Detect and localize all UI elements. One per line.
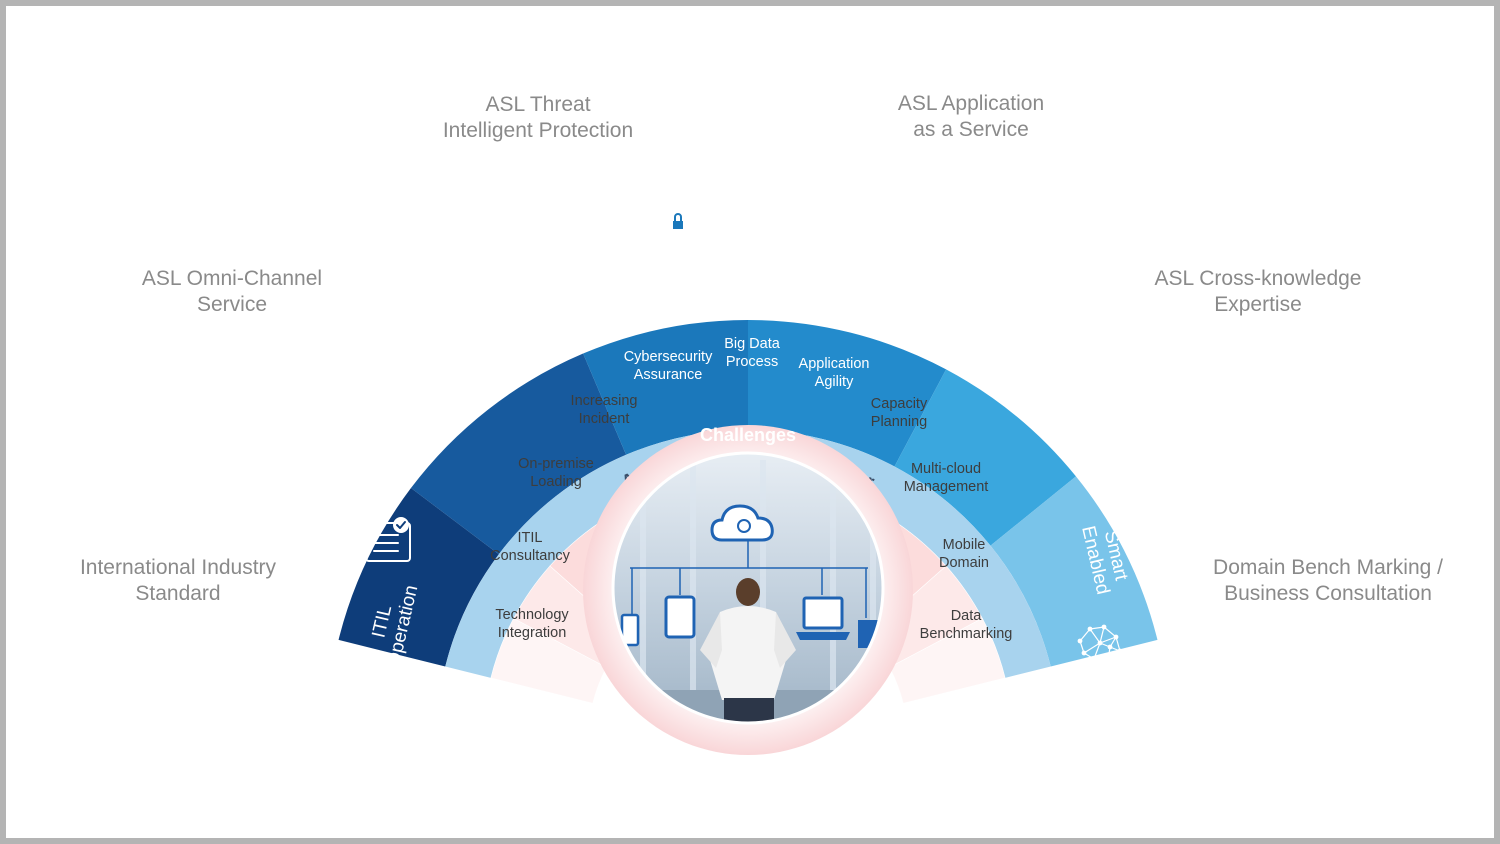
challenge-label-line: Increasing <box>571 393 638 409</box>
challenge-label-line: Cybersecurity <box>624 349 713 365</box>
segment-soc <box>583 320 748 455</box>
outer-label-line: ASL Omni-Channel <box>141 267 323 290</box>
segment-label-application-lifecycle: ApplicationLifecycle <box>783 187 883 249</box>
segment-cloud-native <box>894 369 1076 546</box>
outer-label-line: Intelligent Protection <box>442 119 634 142</box>
outer-service-segments: ITILOperationServiceDeskSOC+ApplicationL… <box>338 187 1158 669</box>
phone-icon <box>620 613 640 647</box>
challenge-label-line: Integration <box>498 625 567 641</box>
robot-headset-icon <box>445 301 487 379</box>
challenge-label-line: Assurance <box>634 367 703 383</box>
challenge-label-line: Mobile <box>943 537 986 553</box>
outer-label-domain: Domain Bench Marking / Business Consultat… <box>1168 555 1488 607</box>
photo-border <box>611 451 885 725</box>
challenges-title: Challenges <box>700 425 796 445</box>
outer-label-line: Domain Bench Marking / <box>1213 556 1443 579</box>
challenge-cell <box>889 617 1006 704</box>
segment-itil-operation <box>338 488 499 667</box>
challenge-label-line: Agility <box>815 374 854 390</box>
challenge-label-line: Planning <box>871 414 927 430</box>
challenge-label: ITIL Consultancy <box>490 530 571 564</box>
center-scene: Challenges <box>583 425 913 755</box>
challenge-label-line: Process <box>726 354 778 370</box>
challenge-label-line: Application <box>799 356 870 372</box>
segment-smart-enabled <box>990 476 1158 667</box>
outer-label-line: ASL Cross-knowledge <box>1154 267 1362 290</box>
challenge-label-line: Big Data <box>724 336 781 352</box>
sync-cloud-icon <box>710 504 774 542</box>
segment-service-desk <box>410 353 627 555</box>
outer-label-line: as a Service <box>913 118 1029 141</box>
challenge-label-line: Benchmarking <box>920 626 1013 642</box>
outer-label-line: Expertise <box>1214 293 1302 316</box>
challenge-label-line: On-premise <box>518 456 594 472</box>
outer-label-line: Business Consultation <box>1224 582 1432 605</box>
challenge-label-line: Management <box>904 479 989 495</box>
outer-label-line: Service <box>196 293 268 316</box>
challenge-label-line: Capacity <box>871 396 928 412</box>
challenge-label-line: Domain <box>939 555 989 571</box>
challenge-label-line: Incident <box>579 411 630 427</box>
outer-label-line: ASL Application <box>897 92 1045 115</box>
user-gear-cycle-icon <box>889 226 937 271</box>
unified-ring-band <box>445 429 1051 678</box>
segment-label-cloud-native: CloudNative <box>998 311 1065 379</box>
outer-label-line: Standard <box>135 582 221 605</box>
laptop-icon <box>802 596 844 630</box>
segment-label-service-desk: ServiceDesk <box>388 372 460 448</box>
outer-label-line: International Industry <box>79 556 277 579</box>
man-shirt <box>710 606 786 700</box>
outer-label-application: ASL Application as a Service <box>811 91 1131 143</box>
challenge-label-line: Technology <box>495 607 569 623</box>
segment-label-soc-line: SOC+ <box>587 224 643 262</box>
outer-label-line: ASL Threat <box>485 93 591 116</box>
challenge-label-line: Loading <box>530 474 582 490</box>
challenge-label-line: Consultancy <box>490 548 571 564</box>
network-brain-icon <box>1077 624 1123 664</box>
cloud-icon <box>1044 386 1091 430</box>
clipboard-check-icon <box>365 517 411 562</box>
challenge-label-line: Data <box>951 608 983 624</box>
tablet-icon <box>664 595 696 639</box>
challenge-label-line: ITIL <box>518 530 543 546</box>
segment-label-soc: SOC+ <box>587 224 643 262</box>
segment-application-lifecycle <box>748 320 947 467</box>
photo-man-cloud-devices <box>613 453 883 723</box>
man-head <box>736 578 760 606</box>
shield-lock-icon <box>663 205 693 241</box>
challenge-label-line: Multi-cloud <box>911 461 981 477</box>
